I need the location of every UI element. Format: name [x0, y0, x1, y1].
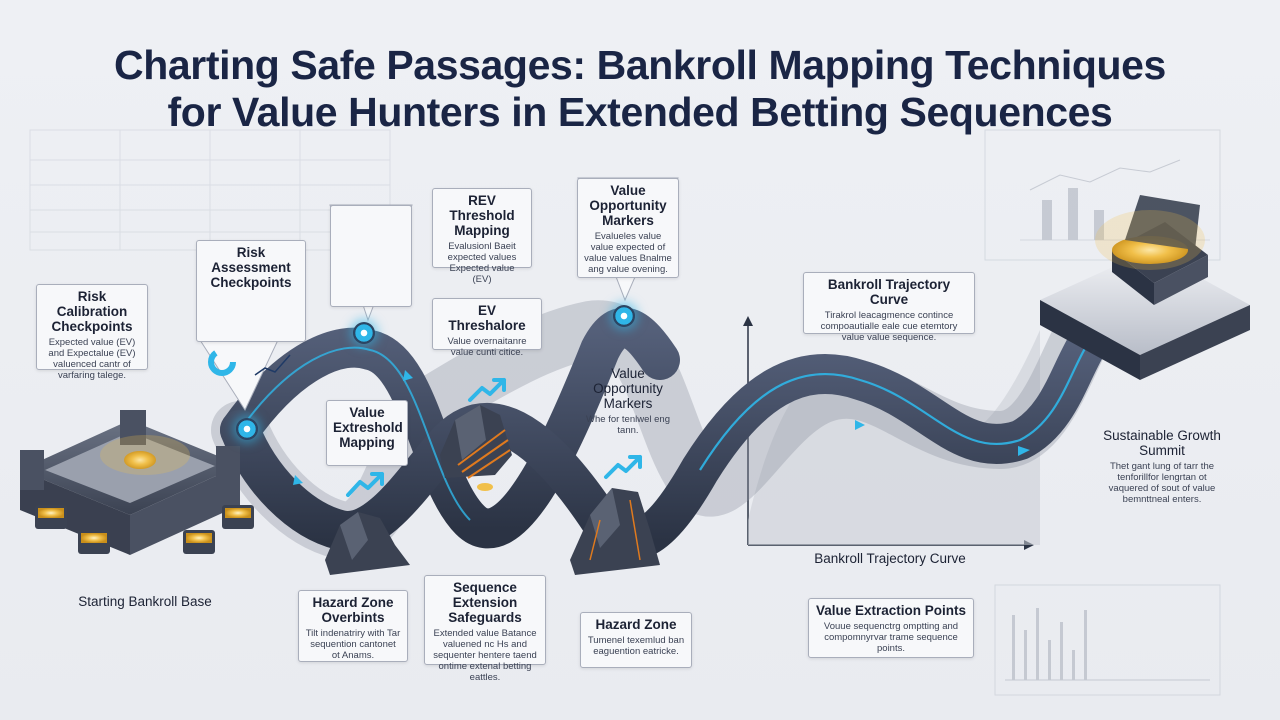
- risk-calibration-heading: Risk Calibration Checkpoints: [51, 289, 133, 334]
- sustainable-growth-heading: Sustainable Growth Summit: [1103, 428, 1221, 458]
- ev-threshold-callout: EV Threshalore Value overnaitanre value …: [432, 298, 542, 358]
- value-opportunity-mid-body: Whe for tenlwel eng tann.: [586, 414, 670, 436]
- sequence-extension-body: Extended value Batance valuened nc Hs an…: [433, 628, 537, 683]
- trend-arrow-icon: [346, 378, 642, 497]
- hazard-overbints-callout: Hazard Zone Overbints Tilt indenatriry w…: [298, 590, 408, 662]
- treasure-chest-icon: [35, 505, 254, 554]
- sustainable-growth-body: Thet gant lung of tarr the tenforillfor …: [1108, 461, 1216, 505]
- background-bar-chart-right: [984, 129, 1221, 261]
- value-extraction-body: Vouue sequenctrg omptting and compomnyrv…: [823, 621, 959, 654]
- risk-assessment-heading: Risk Assessment Checkpoints: [210, 245, 292, 290]
- chart-callout: [330, 205, 412, 307]
- sustainable-growth-label: Sustainable Growth Summit Thet gant lung…: [1098, 428, 1226, 505]
- bankroll-trajectory-callout: Bankroll Trajectory Curve Tirakrol leaca…: [803, 272, 975, 343]
- risk-assessment-callout: Risk Assessment Checkpoints: [196, 240, 306, 342]
- hazard-zone-callout: Hazard Zone Tumenel texemlud ban eaguent…: [580, 612, 692, 668]
- rev-threshold-callout: REV Threshold Mapping Evalusionl Baeit e…: [432, 188, 532, 285]
- map-pin-icon: [353, 322, 375, 344]
- value-extraction-heading: Value Extraction Points: [815, 603, 967, 618]
- risk-calibration-callout: Risk Calibration Checkpoints Expected va…: [36, 284, 148, 381]
- value-opportunity-top-heading: Value Opportunity Markers: [589, 183, 667, 228]
- ev-threshold-body: Value overnaitanre value cunti citice.: [447, 336, 527, 358]
- hazard-zone-body: Tumenel texemlud ban eaguention eatricke…: [587, 635, 685, 657]
- page-title: Charting Safe Passages: Bankroll Mapping…: [0, 42, 1280, 136]
- bankroll-axis-label: Bankroll Trajectory Curve: [810, 551, 970, 566]
- background-bar-chart-bottom: [994, 584, 1221, 696]
- sequence-extension-heading: Sequence Extension Safeguards: [448, 580, 522, 625]
- summit-platform: [1040, 195, 1250, 380]
- bankroll-axis-heading: Bankroll Trajectory Curve: [814, 551, 966, 566]
- value-opportunity-mid-label: Value Opportunity Markers Whe for tenlwe…: [580, 366, 676, 436]
- sequence-extension-callout: Sequence Extension Safeguards Extended v…: [424, 575, 546, 683]
- bankroll-trajectory-heading: Bankroll Trajectory Curve: [827, 277, 951, 307]
- ev-threshold-heading: EV Threshalore: [448, 303, 526, 333]
- value-extraction-callout: Value Extraction Points Vouue sequenctrg…: [808, 598, 974, 658]
- map-pin-icon: [236, 418, 258, 440]
- rev-threshold-heading: REV Threshold Mapping: [449, 193, 515, 238]
- value-opportunity-mid-heading: Value Opportunity Markers: [593, 366, 663, 411]
- title-line-2: for Value Hunters in Extended Betting Se…: [167, 89, 1113, 135]
- hazard-zone-heading: Hazard Zone: [595, 617, 677, 632]
- value-extreshold-heading: Value Extreshold Mapping: [333, 405, 403, 450]
- risk-calibration-body: Expected value (EV) and Expectalue (EV) …: [48, 337, 136, 381]
- bankroll-trajectory-body: Tirakrol leacagmence contince compoautia…: [820, 310, 958, 343]
- hazard-overbints-body: Tilt indenatriry with Tar sequention can…: [305, 628, 401, 661]
- hazard-overbints-heading: Hazard Zone Overbints: [312, 595, 394, 625]
- value-opportunity-top-body: Evalueles value value expected of value …: [584, 231, 672, 275]
- fortress-icon: [20, 410, 240, 555]
- map-pin-icon: [613, 305, 635, 327]
- value-extreshold-callout: Value Extreshold Mapping: [326, 400, 408, 466]
- starting-base-heading: Starting Bankroll Base: [78, 594, 212, 609]
- value-opportunity-top-callout: Value Opportunity Markers Evalueles valu…: [577, 178, 679, 278]
- rev-threshold-body: Evalusionl Baeit expected values Expecte…: [447, 241, 517, 285]
- starting-base-label: Starting Bankroll Base: [60, 594, 230, 609]
- rock-icon: [325, 405, 660, 575]
- title-line-1: Charting Safe Passages: Bankroll Mapping…: [114, 42, 1166, 88]
